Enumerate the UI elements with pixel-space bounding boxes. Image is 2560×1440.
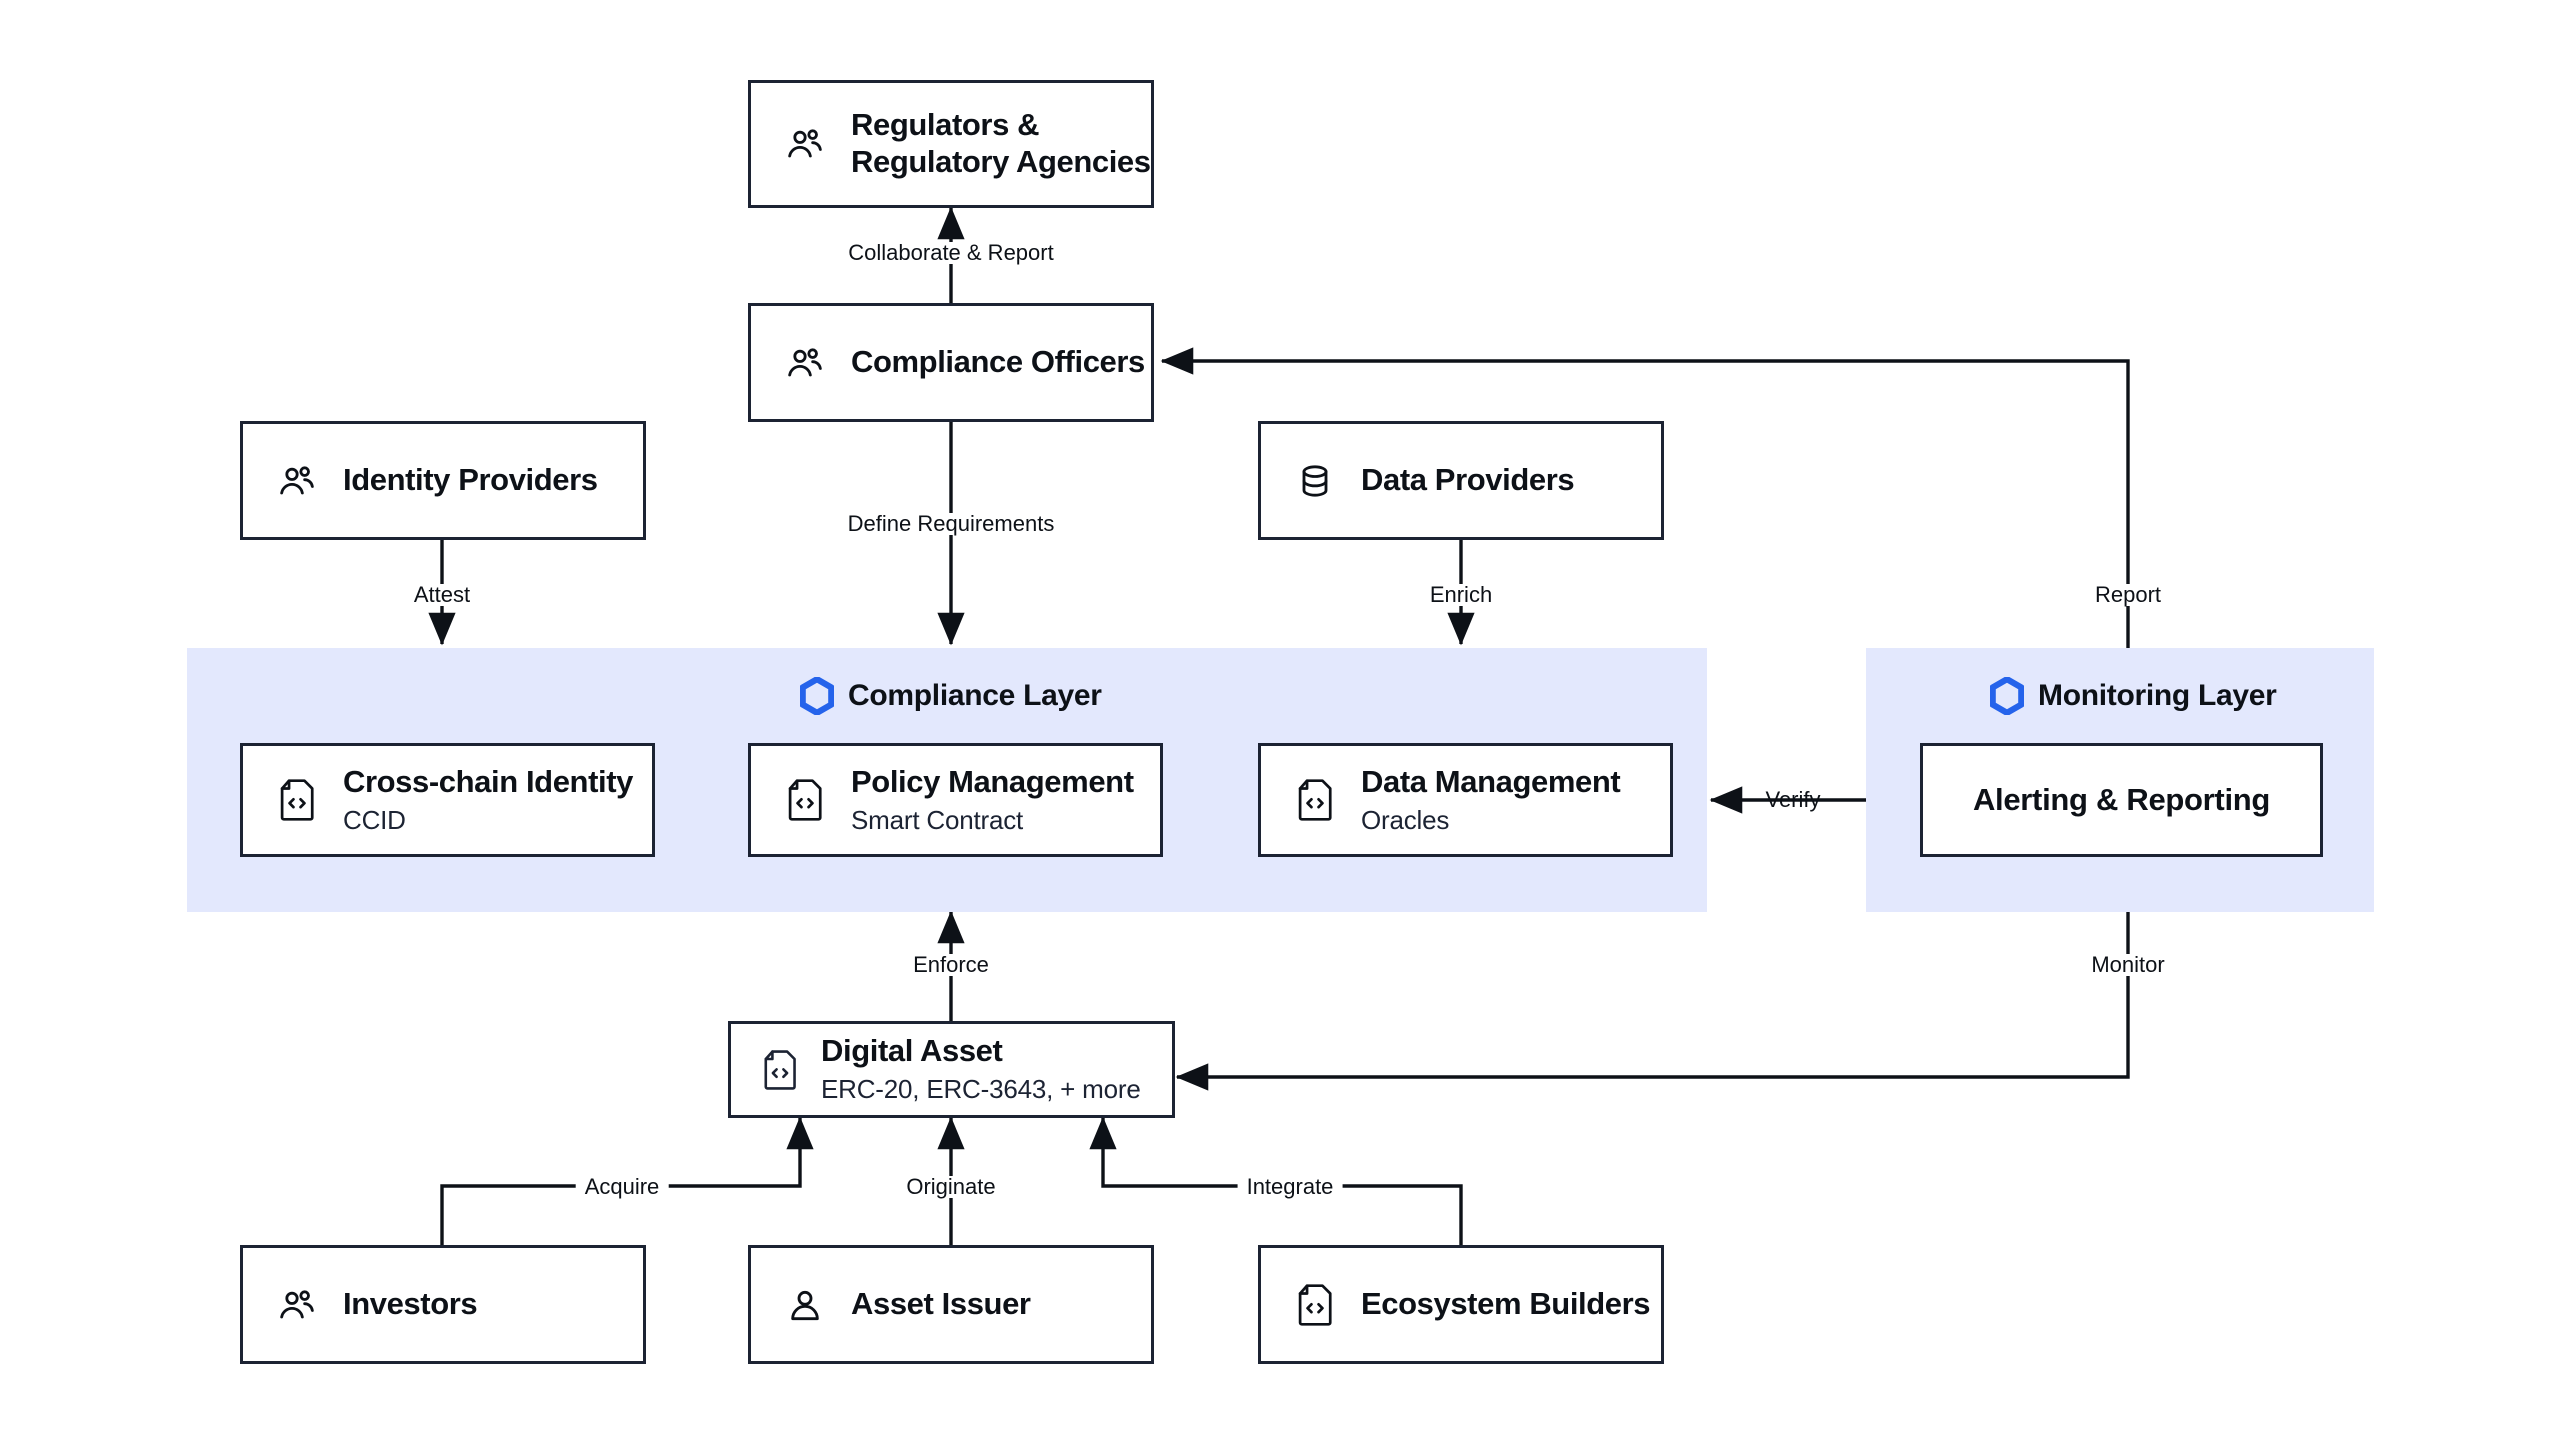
node-data-management-title: Data Management [1361, 763, 1621, 799]
node-compliance-officers-title: Compliance Officers [851, 344, 1145, 380]
user-icon [791, 1290, 819, 1320]
code-document-icon [764, 1049, 796, 1090]
node-regulators-title-line2: Regulatory Agencies [851, 144, 1151, 179]
node-alerting-reporting[interactable]: Alerting & Reporting [1920, 743, 2323, 857]
node-data-providers[interactable]: Data Providers [1258, 421, 1664, 540]
monitoring-layer-title: Monitoring Layer [1990, 677, 2277, 715]
edge-label-integrate: Integrate [1237, 1176, 1343, 1198]
node-policy-management-subtitle: Smart Contract [851, 804, 1024, 835]
node-cross-chain-identity-title: Cross-chain Identity [343, 763, 633, 799]
node-identity-providers[interactable]: Identity Providers [240, 421, 646, 540]
edge-label-enrich: Enrich [1420, 584, 1502, 606]
node-identity-providers-title: Identity Providers [343, 462, 598, 498]
node-digital-asset-title: Digital Asset [821, 1033, 1003, 1069]
users-icon [280, 465, 314, 494]
node-digital-asset-subtitle: ERC-20, ERC-3643, + more [821, 1074, 1141, 1105]
node-data-providers-title: Data Providers [1361, 462, 1575, 498]
edge-label-define-requirements: Define Requirements [838, 513, 1064, 535]
compliance-layer-label: Compliance Layer [848, 679, 1102, 712]
hexagon-icon [800, 677, 834, 715]
node-data-management-subtitle: Oracles [1361, 804, 1450, 835]
node-asset-issuer-title: Asset Issuer [851, 1286, 1031, 1322]
node-alerting-reporting-title: Alerting & Reporting [1972, 782, 2271, 817]
compliance-layer-title: Compliance Layer [800, 677, 1102, 715]
edge-label-enforce: Enforce [904, 954, 998, 976]
users-icon [788, 347, 822, 376]
node-asset-issuer[interactable]: Asset Issuer [748, 1245, 1154, 1364]
node-compliance-officers[interactable]: Compliance Officers [748, 303, 1154, 422]
edge-monitor [1175, 912, 2130, 1091]
node-investors-title: Investors [343, 1286, 478, 1322]
users-icon [280, 1289, 314, 1318]
node-investors[interactable]: Investors [240, 1245, 646, 1364]
hexagon-icon [1990, 677, 2024, 715]
code-document-icon [280, 779, 314, 821]
database-icon [1302, 464, 1328, 497]
edge-label-monitor: Monitor [2082, 954, 2174, 976]
edge-label-attest: Attest [404, 584, 480, 606]
code-document-icon [1298, 1283, 1332, 1326]
node-ecosystem-builders[interactable]: Ecosystem Builders [1258, 1245, 1664, 1364]
users-icon [788, 129, 822, 158]
node-policy-management[interactable]: Policy Management Smart Contract [748, 743, 1163, 857]
code-document-icon [1298, 779, 1332, 821]
node-digital-asset[interactable]: Digital Asset ERC-20, ERC-3643, + more [728, 1021, 1175, 1118]
edge-label-collaborate-report: Collaborate & Report [839, 242, 1063, 264]
node-data-management[interactable]: Data Management Oracles [1258, 743, 1673, 857]
node-policy-management-title: Policy Management [851, 763, 1134, 799]
node-ecosystem-builders-title: Ecosystem Builders [1361, 1286, 1651, 1322]
edge-label-verify: Verify [1765, 787, 1821, 812]
edge-label-acquire: Acquire [575, 1176, 669, 1198]
monitoring-layer-label: Monitoring Layer [2038, 679, 2277, 712]
edge-label-report: Report [2085, 584, 2171, 606]
node-cross-chain-identity-subtitle: CCID [343, 804, 406, 835]
node-cross-chain-identity[interactable]: Cross-chain Identity CCID [240, 743, 655, 857]
edge-label-originate: Originate [897, 1176, 1005, 1198]
node-regulators-title-line1: Regulators & [851, 107, 1040, 143]
code-document-icon [788, 779, 822, 821]
node-regulators[interactable]: Regulators & Regulatory Agencies [748, 80, 1154, 208]
